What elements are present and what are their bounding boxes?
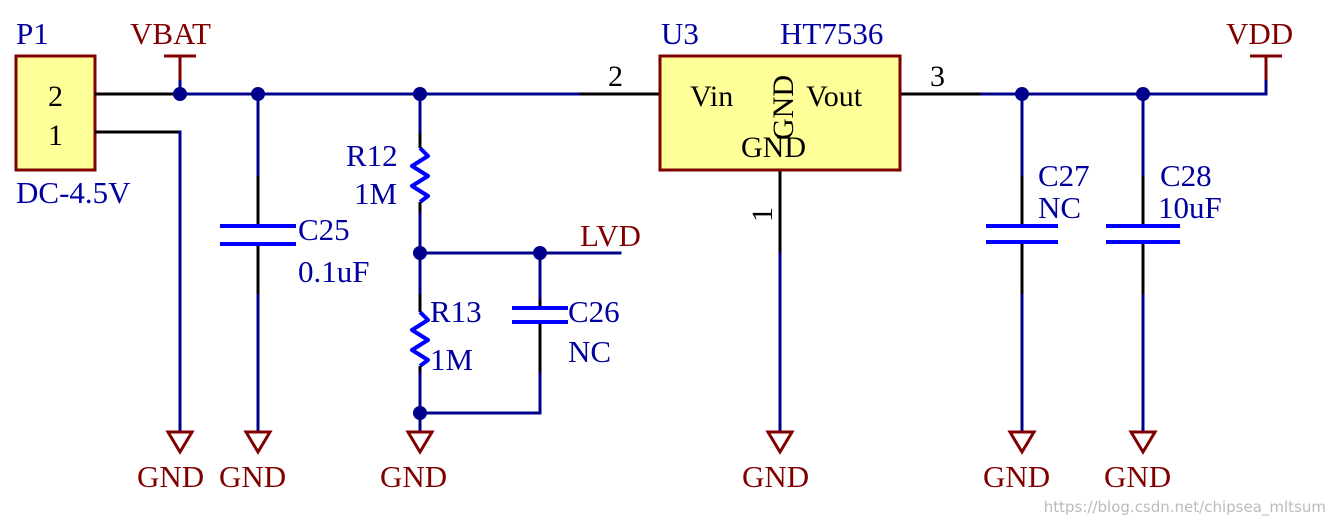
gnd-symbol-c25: GND bbox=[219, 430, 286, 494]
watermark: https://blog.csdn.net/chipsea_mltsum bbox=[1044, 498, 1326, 517]
junction-dot bbox=[413, 246, 427, 260]
c25-designator: C25 bbox=[298, 212, 350, 247]
gnd-symbol-c27: GND bbox=[983, 430, 1050, 494]
gnd-symbol-r13: GND bbox=[380, 430, 447, 494]
ground-icon bbox=[1128, 430, 1158, 455]
r13-value: 1M bbox=[430, 342, 473, 377]
u3-pin-gnd: GND bbox=[741, 131, 806, 164]
r12-body bbox=[410, 146, 430, 204]
u3-pin-gnd-rotated: GND bbox=[767, 75, 800, 140]
c25-value: 0.1uF bbox=[298, 254, 370, 289]
u3-pin-vin: Vin bbox=[690, 80, 733, 113]
u3-pin-vout: Vout bbox=[806, 80, 863, 113]
resistor-r13: R13 1M bbox=[410, 294, 482, 377]
vdd-port: VDD bbox=[1226, 16, 1293, 80]
connector-designator: P1 bbox=[16, 16, 49, 51]
connector-body bbox=[14, 54, 97, 172]
connector-value: DC-4.5V bbox=[16, 175, 131, 210]
gnd-symbol-p1: GND bbox=[137, 430, 204, 494]
connector-p1: P1 2 1 DC-4.5V bbox=[14, 16, 180, 210]
gnd-label: GND bbox=[380, 459, 447, 494]
r13-body bbox=[410, 310, 430, 368]
r13-designator: R13 bbox=[430, 294, 482, 329]
c28-designator: C28 bbox=[1160, 158, 1212, 193]
vbat-label: VBAT bbox=[130, 16, 211, 51]
ground-icon bbox=[243, 430, 273, 455]
connector-pin-bottom: 1 bbox=[48, 119, 63, 152]
capacitor-c25: C25 0.1uF bbox=[220, 176, 370, 294]
ground-icon bbox=[405, 430, 435, 455]
junction-dot bbox=[413, 406, 427, 420]
junction-dot bbox=[413, 87, 427, 101]
c26-value: NC bbox=[568, 334, 611, 369]
capacitor-c27: C27 NC bbox=[986, 158, 1090, 294]
gnd-symbol-c28: GND bbox=[1104, 430, 1171, 494]
regulator-u3: U3 HT7536 Vin Vout GND GND 2 3 1 bbox=[580, 16, 980, 252]
gnd-label: GND bbox=[1104, 459, 1171, 494]
u3-pin-number-gnd: 1 bbox=[746, 207, 779, 222]
u3-body bbox=[658, 54, 902, 172]
gnd-label: GND bbox=[742, 459, 809, 494]
connector-pin-top: 2 bbox=[48, 80, 63, 113]
gnd-label: GND bbox=[219, 459, 286, 494]
lvd-label: LVD bbox=[580, 218, 641, 253]
junction-dot bbox=[251, 87, 265, 101]
c26-designator: C26 bbox=[568, 294, 620, 329]
c27-designator: C27 bbox=[1038, 158, 1090, 193]
ground-icon bbox=[165, 430, 195, 455]
u3-pin-number-in: 2 bbox=[608, 60, 623, 93]
vbat-port: VBAT bbox=[130, 16, 211, 80]
gnd-symbol-u3: GND bbox=[742, 430, 809, 494]
junction-dot bbox=[533, 246, 547, 260]
r12-value: 1M bbox=[354, 176, 397, 211]
gnd-label: GND bbox=[137, 459, 204, 494]
capacitor-c28: C28 10uF bbox=[1106, 158, 1222, 294]
junctions bbox=[173, 87, 1150, 420]
junction-dot bbox=[173, 87, 187, 101]
ground-icon bbox=[765, 430, 795, 455]
junction-dot bbox=[1136, 87, 1150, 101]
u3-designator: U3 bbox=[661, 16, 699, 51]
c27-value: NC bbox=[1038, 190, 1081, 225]
junction-dot bbox=[1015, 87, 1029, 101]
gnd-label: GND bbox=[983, 459, 1050, 494]
c28-value: 10uF bbox=[1158, 190, 1222, 225]
resistor-r12: R12 1M bbox=[346, 133, 430, 212]
ground-symbols: GND GND GND GND GND GND bbox=[137, 430, 1171, 494]
vdd-label: VDD bbox=[1226, 16, 1293, 51]
r12-designator: R12 bbox=[346, 138, 398, 173]
ground-icon bbox=[1007, 430, 1037, 455]
u3-value: HT7536 bbox=[780, 16, 883, 51]
capacitor-c26: C26 NC bbox=[512, 294, 620, 372]
u3-pin-number-out: 3 bbox=[930, 60, 945, 93]
